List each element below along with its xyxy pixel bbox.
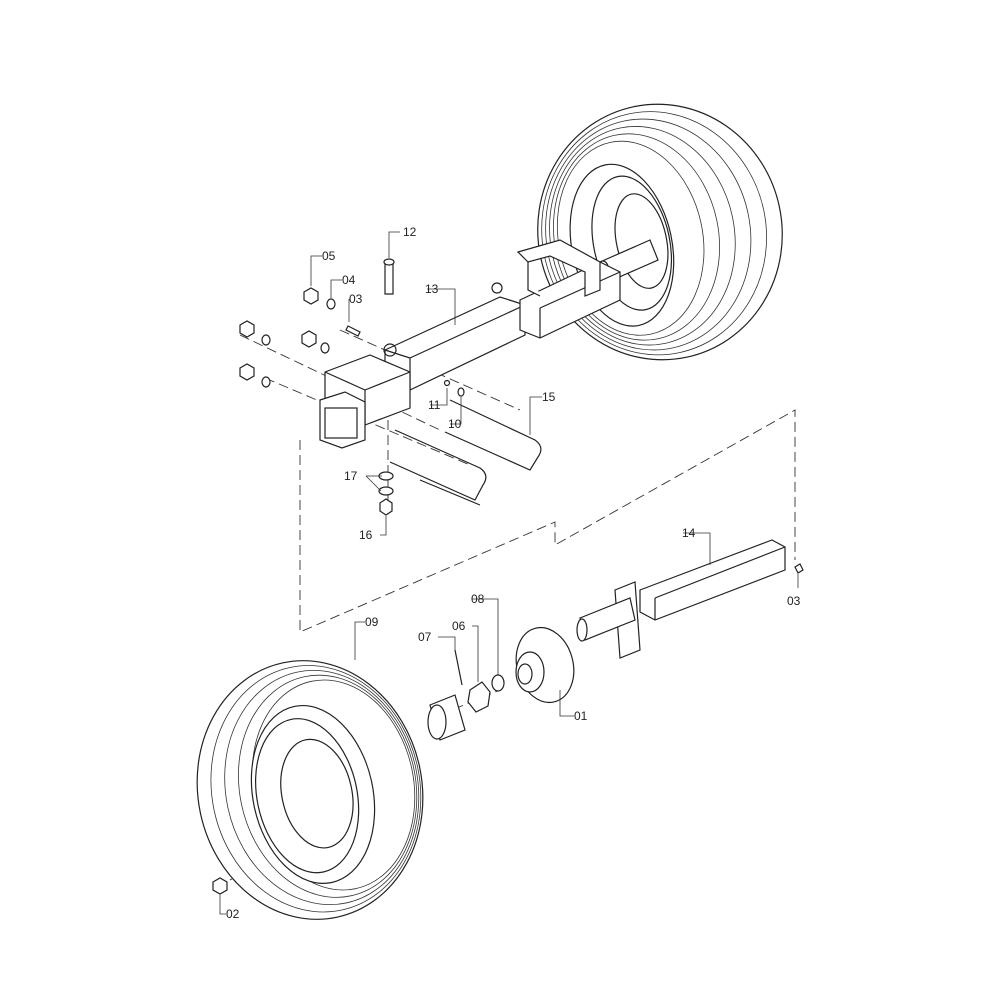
callout-12: 12	[403, 225, 417, 239]
spindle-axle-14	[576, 539, 804, 659]
callout-16: 16	[359, 528, 373, 542]
callout-01: 01	[574, 709, 588, 723]
wheel-left-09	[196, 660, 424, 920]
axle-frame-13	[319, 239, 621, 449]
callout-14: 14	[682, 526, 696, 540]
callout-05: 05	[322, 249, 336, 263]
callout-09: 09	[365, 615, 379, 629]
callout-06: 06	[452, 619, 466, 633]
callout-15: 15	[542, 390, 556, 404]
leader-lines	[219, 231, 799, 915]
callout-03: 03	[349, 292, 363, 306]
u-bolts-15	[389, 399, 542, 506]
hub-assembly	[427, 626, 575, 741]
callout-02: 02	[226, 907, 240, 921]
callout-13: 13	[425, 282, 439, 296]
callout-11: 11	[428, 398, 441, 412]
wheel-right	[537, 103, 783, 361]
callout-labels: 12 05 04 03 13 11 10 15 17 16 14 03 08 0…	[226, 225, 801, 921]
callout-17: 17	[344, 469, 358, 483]
callout-08: 08	[471, 592, 485, 606]
callout-07: 07	[418, 630, 432, 644]
callout-10: 10	[448, 417, 462, 431]
fasteners	[239, 258, 465, 516]
callout-03-spindle: 03	[787, 594, 801, 608]
callout-04: 04	[342, 273, 356, 287]
